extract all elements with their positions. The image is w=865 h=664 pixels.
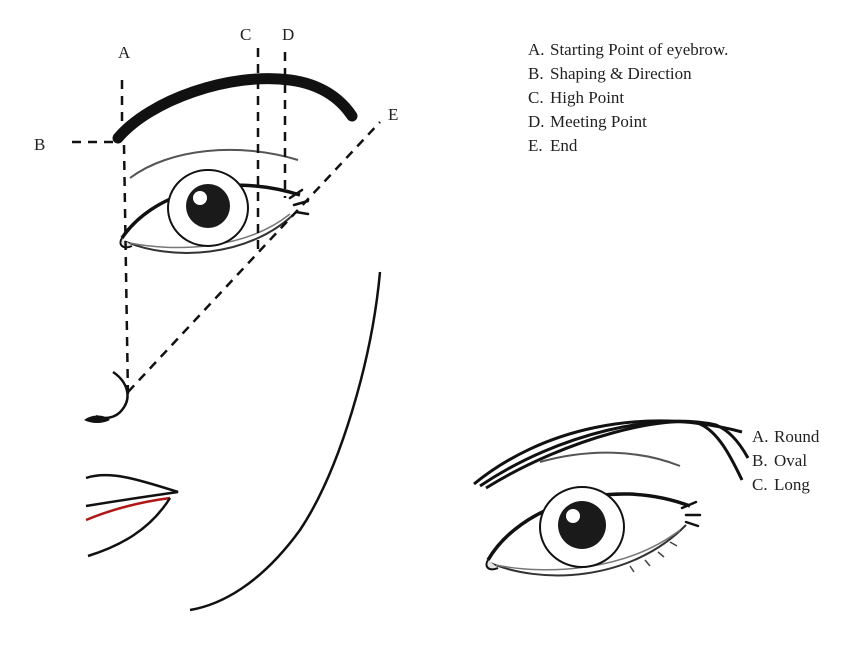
legend-text: Shaping & Direction [550, 62, 692, 86]
eyebrow-point-item: C.High Point [528, 86, 728, 110]
eyebrow-point-item: B.Shaping & Direction [528, 62, 728, 86]
guide-line-a-lower [124, 145, 128, 398]
eyebrow-point-item: E.End [528, 134, 728, 158]
pupil [186, 184, 230, 228]
legend-key: C. [752, 473, 774, 497]
eyebrow [118, 79, 352, 138]
legend-key: E. [528, 134, 550, 158]
pupil-right [558, 501, 606, 549]
eyebrow-point-item: D.Meeting Point [528, 110, 728, 134]
legend-key: A. [752, 425, 774, 449]
lip-line [86, 498, 170, 520]
eyebrow-point-item: A.Starting Point of eyebrow. [528, 38, 728, 62]
eye-highlight [193, 191, 207, 205]
legend-text: Long [774, 473, 810, 497]
legend-key: B. [752, 449, 774, 473]
legend-key: B. [528, 62, 550, 86]
legend-key: C. [528, 86, 550, 110]
legend-text: End [550, 134, 577, 158]
guide-line-e [128, 122, 380, 392]
eyebrow-shape-item: C.Long [752, 473, 819, 497]
legend-key: D. [528, 110, 550, 134]
eyebrow-points-legend: A.Starting Point of eyebrow.B.Shaping & … [528, 38, 728, 158]
guide-label-c: C [240, 25, 251, 44]
nose-tip [96, 372, 128, 418]
guide-label-a: A [118, 43, 131, 62]
legend-text: Round [774, 425, 819, 449]
brow-shape-long [486, 422, 742, 488]
guide-label-d: D [282, 25, 294, 44]
eye-highlight-right [566, 509, 580, 523]
legend-text: Oval [774, 449, 807, 473]
eyebrow-shape-item: A.Round [752, 425, 819, 449]
legend-text: Meeting Point [550, 110, 647, 134]
legend-key: A. [528, 38, 550, 62]
guide-label-e: E [388, 105, 398, 124]
upper-lip [86, 475, 178, 506]
eyelashes-right [682, 502, 700, 526]
eyebrow-shape-item: B.Oval [752, 449, 819, 473]
legend-text: Starting Point of eyebrow. [550, 38, 728, 62]
legend-text: High Point [550, 86, 624, 110]
eyebrow-shapes-figure [474, 421, 748, 575]
face-contour [190, 272, 380, 610]
nostril [84, 416, 110, 424]
eyelid-crease-right [540, 453, 680, 466]
guide-label-b: B [34, 135, 45, 154]
face-left: A B C D E [34, 25, 398, 610]
